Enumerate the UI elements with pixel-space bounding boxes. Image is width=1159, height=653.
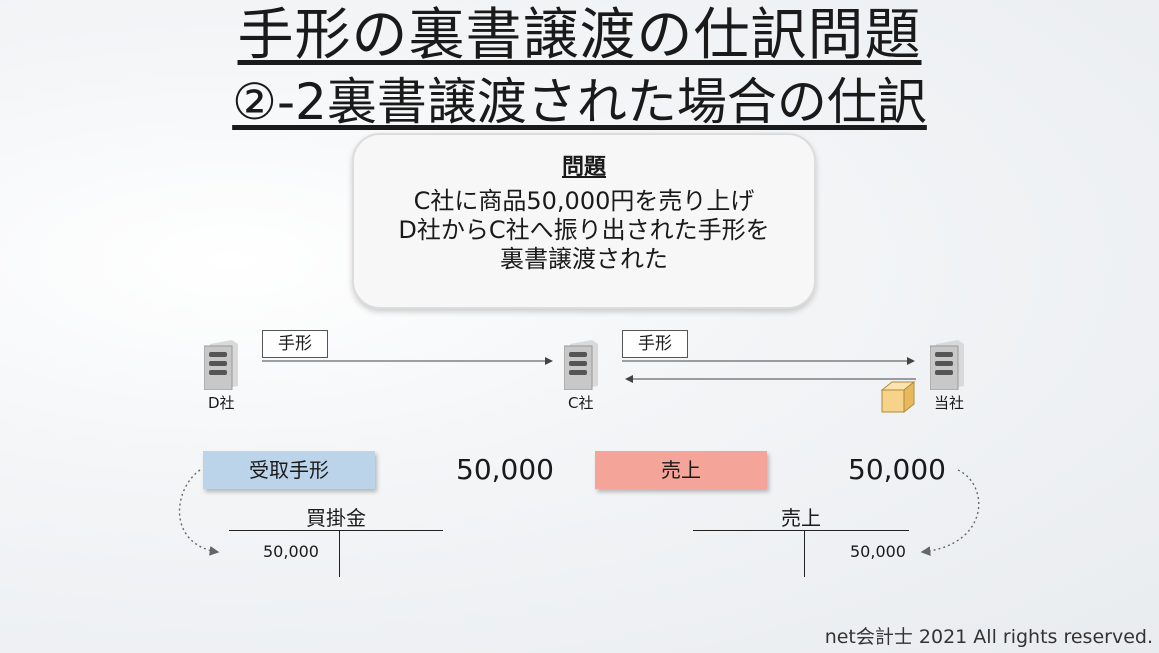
node-label-d: D社 [208,394,235,412]
t-account-left-vline [339,530,340,577]
node-c: C社 [563,340,598,413]
page-title: 手形の裏書譲渡の仕訳問題 [237,3,922,68]
page-subtitle: ②-2裏書譲渡された場合の仕訳 [232,73,927,131]
server-icon [563,340,598,391]
server-icon [929,340,964,391]
t-account-right-value: 50,000 [850,542,906,561]
dotted-arrow-left [178,469,220,556]
t-account-left-title: 買掛金 [306,506,366,530]
debit-account: 受取手形 [203,451,375,489]
t-account-left-hline [229,530,443,531]
debit-amount: 50,000 [456,453,554,486]
node-d: D社 [203,340,238,413]
credit-amount: 50,000 [848,453,946,486]
problem-line-2: D社からC社へ振り出された手形を [398,216,770,244]
dotted-arrow-right [920,469,980,557]
t-account-right-title: 売上 [781,506,821,530]
problem-line-3: 裏書譲渡された [500,245,668,273]
problem-line-1: C社に商品50,000円を売り上げ [413,187,755,215]
package-icon [880,380,916,414]
node-us: 当社 [929,340,965,413]
copyright-footer: net会計士 2021 All rights reserved. [824,626,1153,648]
t-account-right-vline [804,530,805,577]
credit-account: 売上 [595,451,767,489]
node-label-us: 当社 [934,394,965,412]
server-icon [203,340,238,391]
node-label-c: C社 [568,394,594,412]
problem-box: 問題 C社に商品50,000円を売り上げ D社からC社へ振り出された手形を 裏書… [352,133,816,309]
problem-heading: 問題 [561,155,606,180]
arrow-label-2: 手形 [622,330,688,358]
t-account-left-value: 50,000 [263,542,319,561]
t-account-right-hline [693,530,909,531]
arrow-label-1: 手形 [262,330,328,358]
